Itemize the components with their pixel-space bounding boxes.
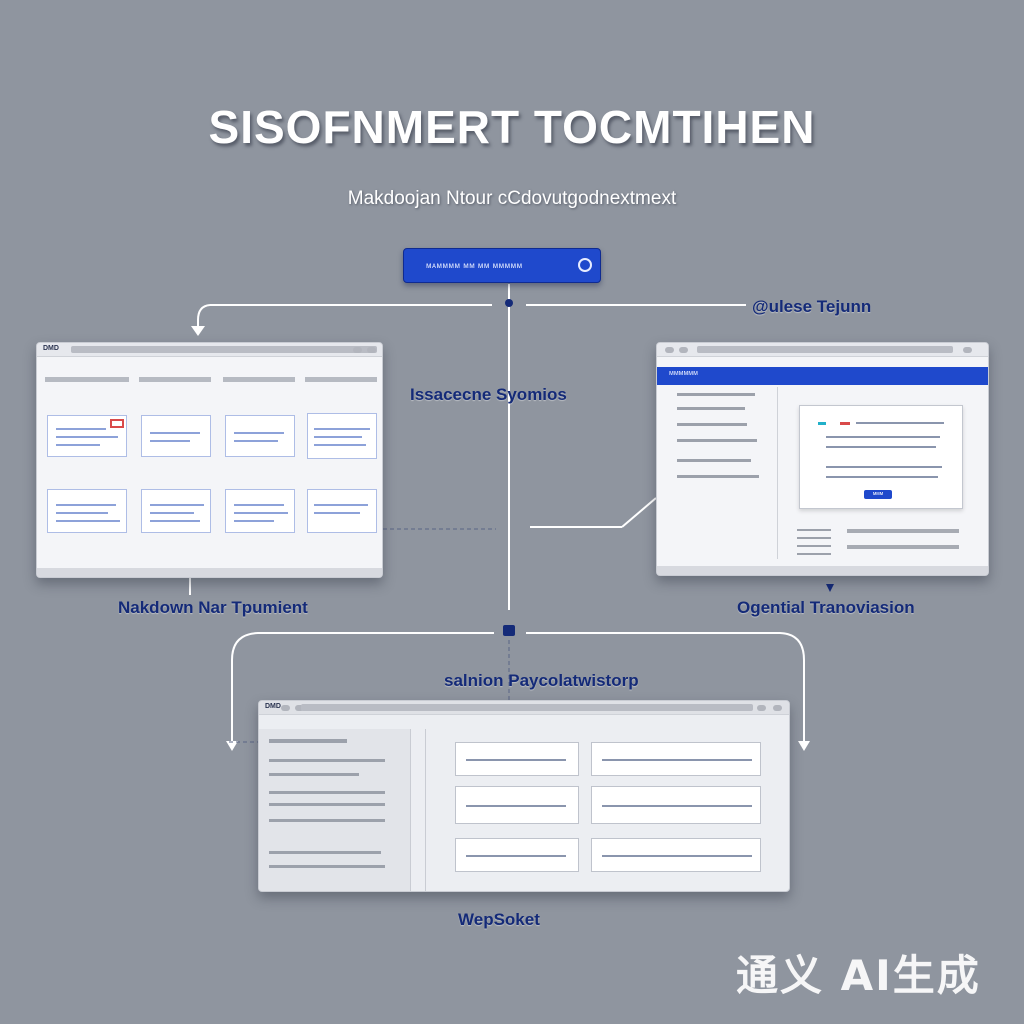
label-left-window: Nakdown Nar Tpumient	[118, 598, 308, 617]
window-control[interactable]	[367, 347, 376, 353]
app-header-title: ᴍᴍᴍᴍᴍᴍ	[669, 370, 698, 377]
card[interactable]	[455, 838, 579, 872]
window-right-titlebar	[657, 343, 988, 357]
app-header: ᴍᴍᴍᴍᴍᴍ	[657, 367, 988, 385]
column-header	[45, 377, 129, 382]
card[interactable]	[591, 838, 761, 872]
window-bottom-title: DMD	[265, 703, 281, 710]
card[interactable]	[47, 415, 127, 457]
window-left: DMD	[36, 342, 383, 578]
sidebar-item[interactable]	[269, 865, 385, 868]
card[interactable]	[591, 786, 761, 824]
address-bar[interactable]	[301, 704, 753, 711]
window-left-titlebar: DMD	[37, 343, 382, 357]
card[interactable]	[307, 413, 377, 459]
label-center-bottom: salnion Paycolatwistorp	[444, 671, 639, 690]
card[interactable]	[141, 415, 211, 457]
nav-item	[677, 459, 751, 462]
card[interactable]	[455, 786, 579, 824]
connector-node-top	[505, 299, 513, 307]
address-bar[interactable]	[71, 346, 377, 353]
list-line	[847, 545, 959, 549]
diagram-subtitle: Makdoojan Ntour cCdovutgodnextmext	[347, 188, 677, 209]
window-right: ᴍᴍᴍᴍᴍᴍ ᴍᴍᴍ	[656, 342, 989, 576]
dialog: ᴍᴍᴍ	[799, 405, 963, 509]
column-header	[305, 377, 377, 382]
card[interactable]	[455, 742, 579, 776]
alert-icon	[110, 419, 124, 428]
label-left-mid: Issacecne Syomios	[410, 385, 567, 404]
window-control[interactable]	[295, 705, 304, 711]
nav-item	[677, 393, 755, 396]
connector-node-bottom	[503, 625, 515, 636]
nav-item	[677, 407, 745, 410]
sidebar-item[interactable]	[269, 739, 347, 743]
window-left-footer	[37, 568, 382, 577]
label-top-right: @ulese Tejunn	[752, 297, 872, 316]
window-bottom: DMD	[258, 700, 790, 892]
sidebar-item[interactable]	[269, 759, 385, 762]
window-control[interactable]	[665, 347, 674, 353]
hub-button[interactable]: ᴍᴀᴍᴍᴍᴍ ᴍᴍ ᴍᴍ ᴍᴍᴍᴍᴍ	[403, 248, 601, 283]
card[interactable]	[225, 415, 295, 457]
column-header	[139, 377, 211, 382]
window-left-title: DMD	[43, 345, 59, 352]
list-line	[797, 545, 831, 547]
sidebar-item[interactable]	[269, 773, 359, 776]
window-right-footer	[657, 566, 988, 575]
window-control[interactable]	[773, 705, 782, 711]
window-bottom-titlebar: DMD	[259, 701, 789, 715]
nav-item	[677, 439, 757, 442]
divider	[425, 729, 426, 891]
label-right-window: Ogential Tranoviasion	[737, 598, 915, 617]
address-bar[interactable]	[697, 346, 953, 353]
window-control[interactable]	[281, 705, 290, 711]
sidebar-item[interactable]	[269, 791, 385, 794]
card[interactable]	[47, 489, 127, 533]
card[interactable]	[591, 742, 761, 776]
column-header	[223, 377, 295, 382]
dialog-button[interactable]: ᴍᴍᴍ	[864, 490, 892, 499]
label-bottom-window: WepSoket	[458, 910, 540, 929]
window-control[interactable]	[679, 347, 688, 353]
card[interactable]	[141, 489, 211, 533]
list-line	[797, 537, 831, 539]
list-line	[797, 529, 831, 531]
sidebar-item[interactable]	[269, 819, 385, 822]
window-control[interactable]	[757, 705, 766, 711]
sidebar-item[interactable]	[269, 851, 381, 854]
status-icon	[578, 258, 592, 272]
sidebar	[259, 729, 411, 891]
window-control[interactable]	[353, 347, 362, 353]
list-line	[797, 553, 831, 555]
list-line	[847, 529, 959, 533]
divider	[777, 387, 778, 559]
watermark: 通义 AI生成	[736, 951, 981, 1000]
nav-item	[677, 475, 759, 478]
nav-item	[677, 423, 747, 426]
diagram-title: SISOFNMERT TOCMTIHEN	[208, 101, 816, 153]
sidebar-item[interactable]	[269, 803, 385, 806]
window-control[interactable]	[963, 347, 972, 353]
card[interactable]	[307, 489, 377, 533]
hub-button-label: ᴍᴀᴍᴍᴍᴍ ᴍᴍ ᴍᴍ ᴍᴍᴍᴍᴍ	[426, 261, 523, 270]
card[interactable]	[225, 489, 295, 533]
